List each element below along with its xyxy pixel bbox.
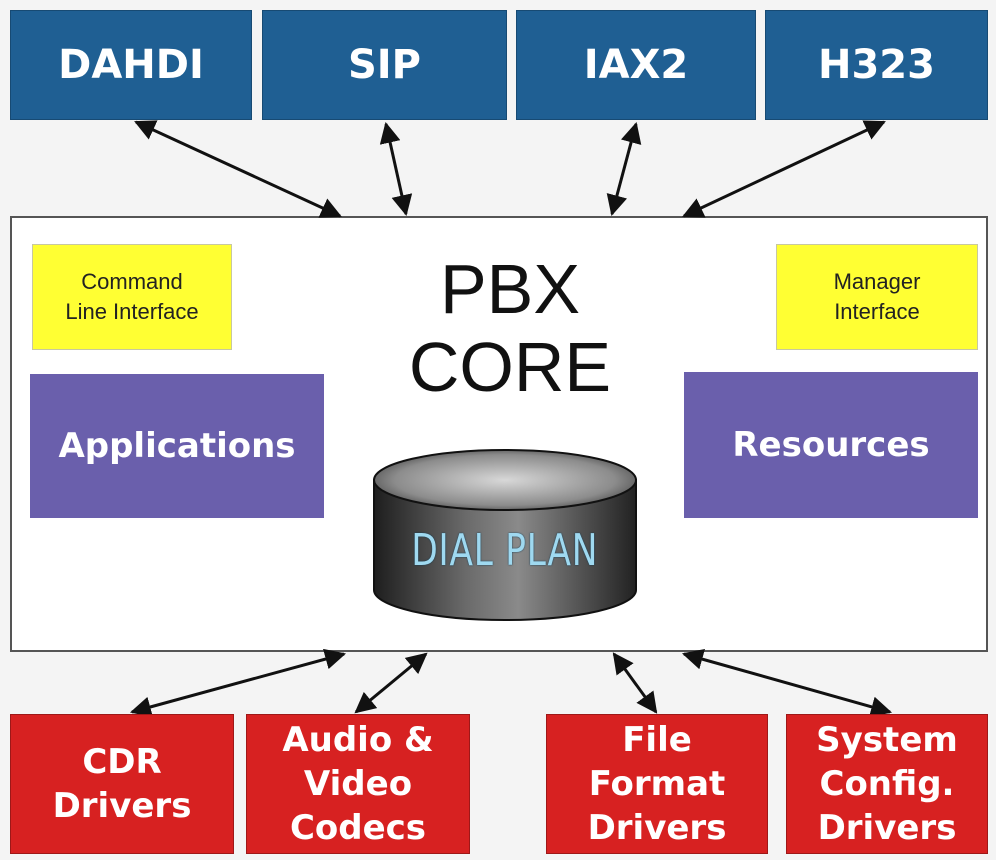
arrow-h323-core bbox=[682, 120, 886, 218]
dial-plan-cylinder bbox=[373, 449, 637, 621]
arrow-core-config bbox=[681, 649, 893, 717]
module-config-line2: Config. bbox=[819, 764, 955, 804]
applications-box: Applications bbox=[30, 374, 324, 518]
module-cdr-line2: Drivers bbox=[52, 786, 192, 826]
dial-plan-label: DIAL PLAN bbox=[411, 524, 599, 576]
arrow-core-codecs bbox=[354, 652, 428, 714]
module-audio-video-codecs: Audio & Video Codecs bbox=[246, 714, 470, 854]
arrow-core-cdr bbox=[129, 648, 347, 718]
module-system-config-drivers: System Config. Drivers bbox=[786, 714, 988, 854]
module-codecs-line2: Video bbox=[303, 764, 413, 804]
applications-label: Applications bbox=[58, 426, 296, 466]
module-config-line3: Drivers bbox=[817, 808, 957, 848]
pbx-core-title-line1: PBX bbox=[439, 250, 581, 328]
channel-h323: H323 bbox=[765, 10, 988, 120]
resources-label: Resources bbox=[732, 425, 930, 465]
resources-box: Resources bbox=[684, 372, 978, 518]
channel-sip: SIP bbox=[262, 10, 507, 120]
dial-plan-label-box: DIAL PLAN bbox=[380, 520, 630, 580]
module-config-line1: System bbox=[816, 720, 958, 760]
module-codecs-line3: Codecs bbox=[289, 808, 427, 848]
manager-label-line2: Interface bbox=[834, 299, 920, 324]
arrow-dahdi-core bbox=[134, 120, 342, 218]
cli-label-line2: Line Interface bbox=[65, 299, 199, 324]
module-fileformat-line2: Format bbox=[588, 764, 726, 804]
module-fileformat-line1: File bbox=[622, 720, 692, 760]
channel-sip-label: SIP bbox=[347, 42, 421, 88]
channel-dahdi: DAHDI bbox=[10, 10, 252, 120]
channel-h323-label: H323 bbox=[818, 42, 935, 88]
module-cdr-line1: CDR bbox=[82, 742, 162, 782]
module-codecs-line1: Audio & bbox=[282, 720, 434, 760]
channel-iax2-label: IAX2 bbox=[583, 42, 689, 88]
module-cdr-drivers: CDR Drivers bbox=[10, 714, 234, 854]
channel-iax2: IAX2 bbox=[516, 10, 756, 120]
arrow-sip-core bbox=[379, 121, 413, 217]
command-line-interface-box: Command Line Interface bbox=[32, 244, 232, 350]
pbx-core-title: PBX CORE bbox=[370, 250, 650, 406]
arrow-core-fileformat bbox=[612, 652, 658, 714]
channel-dahdi-label: DAHDI bbox=[58, 42, 204, 88]
module-fileformat-line3: Drivers bbox=[587, 808, 727, 848]
cli-label-line1: Command bbox=[81, 269, 183, 294]
arrow-iax2-core bbox=[606, 121, 642, 217]
pbx-core-title-line2: CORE bbox=[408, 328, 612, 406]
module-file-format-drivers: File Format Drivers bbox=[546, 714, 768, 854]
manager-interface-box: Manager Interface bbox=[776, 244, 978, 350]
manager-label-line1: Manager bbox=[833, 269, 921, 294]
